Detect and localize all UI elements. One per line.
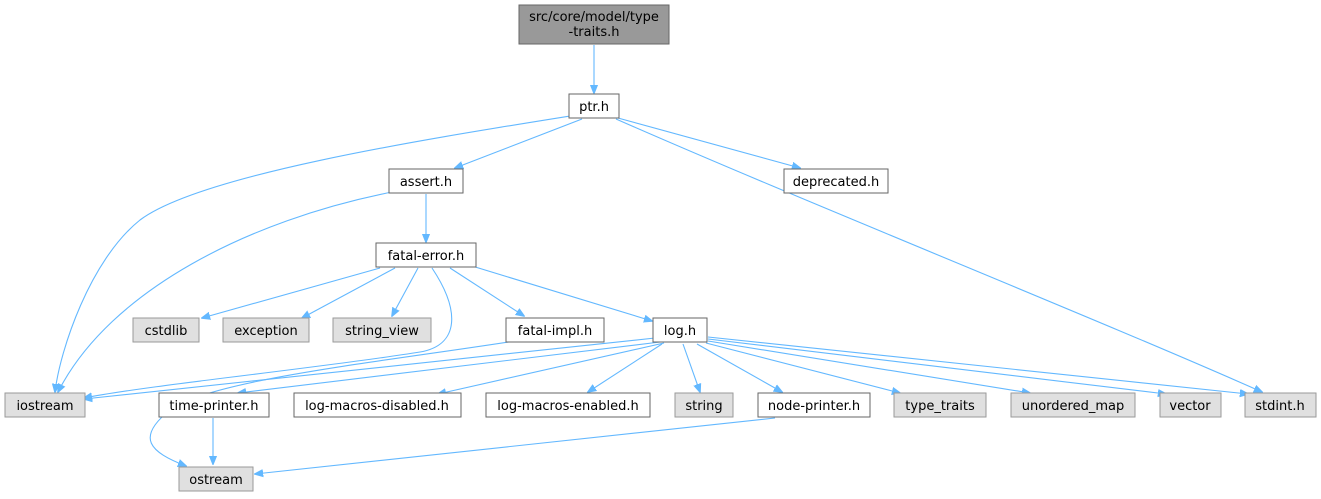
node-stdint-label: stdint.h: [1255, 399, 1304, 414]
node-deprecated[interactable]: deprecated.h: [783, 168, 889, 194]
edge-log-log-macros-disabled: [438, 342, 665, 394]
node-fatal-impl[interactable]: fatal-impl.h: [505, 317, 605, 343]
node-ptr-label: ptr.h: [579, 100, 609, 115]
node-iostream-label: iostream: [16, 399, 73, 414]
node-ostream[interactable]: ostream: [178, 466, 254, 492]
node-log[interactable]: log.h: [652, 317, 708, 343]
node-log-macros-disabled-label: log-macros-disabled.h: [305, 399, 449, 414]
edge-log-iostream: [84, 337, 656, 399]
node-unordered-map-label: unordered_map: [1022, 399, 1125, 414]
node-cstdlib[interactable]: cstdlib: [132, 317, 200, 343]
edge-ptr-assert: [455, 118, 583, 168]
node-type-traits[interactable]: type_traits: [893, 392, 987, 418]
node-fatal-error[interactable]: fatal-error.h: [375, 242, 477, 268]
node-log-macros-enabled-label: log-macros-enabled.h: [497, 399, 638, 414]
node-root-label-line1: src/core/model/type: [529, 10, 659, 25]
node-string-view-label: string_view: [345, 324, 419, 339]
edge-ptr-iostream: [55, 115, 571, 392]
node-type-traits-label: type_traits: [905, 399, 975, 414]
edge-assert-iostream: [58, 191, 393, 392]
node-string-view[interactable]: string_view: [332, 317, 432, 343]
node-root-label-line2: -traits.h: [569, 25, 620, 40]
edge-log-time-printer: [238, 341, 661, 393]
node-stdint[interactable]: stdint.h: [1244, 392, 1317, 418]
node-node-printer[interactable]: node-printer.h: [757, 392, 871, 418]
node-node-printer-label: node-printer.h: [768, 399, 860, 414]
node-fatal-error-label: fatal-error.h: [388, 249, 465, 264]
node-log-macros-disabled[interactable]: log-macros-disabled.h: [293, 392, 462, 418]
node-string-label: string: [685, 399, 722, 414]
edge-log-unordered-map: [707, 340, 1030, 393]
edge-fatal-error-cstdlib: [202, 267, 381, 318]
edge-log-node-printer: [696, 343, 782, 392]
node-ostream-label: ostream: [189, 473, 243, 488]
node-ptr[interactable]: ptr.h: [568, 93, 620, 119]
edge-log-log-macros-enabled: [588, 343, 663, 392]
node-time-printer-label: time-printer.h: [169, 399, 258, 414]
node-fatal-impl-label: fatal-impl.h: [518, 324, 592, 339]
node-vector-label: vector: [1169, 399, 1211, 414]
node-iostream[interactable]: iostream: [4, 392, 86, 418]
node-unordered-map[interactable]: unordered_map: [1010, 392, 1136, 418]
edge-ptr-deprecated: [617, 117, 800, 168]
node-log-macros-enabled[interactable]: log-macros-enabled.h: [485, 392, 651, 418]
node-assert-label: assert.h: [400, 175, 452, 190]
node-time-printer[interactable]: time-printer.h: [158, 392, 270, 418]
edge-log-type-traits: [705, 342, 900, 393]
edge-fatal-error-exception: [302, 267, 396, 318]
edge-fatal-error-iostream: [84, 267, 453, 398]
edge-log-stdint: [707, 336, 1248, 394]
nodes: src/core/model/type -traits.h ptr.h asse…: [4, 4, 1317, 492]
node-vector[interactable]: vector: [1159, 392, 1222, 418]
edge-node-printer-ostream: [255, 417, 776, 474]
edge-log-vector: [707, 338, 1166, 394]
node-assert[interactable]: assert.h: [388, 168, 464, 194]
node-deprecated-label: deprecated.h: [793, 175, 879, 190]
edge-fatal-error-string-view: [392, 267, 419, 316]
edge-log-string: [682, 343, 700, 392]
node-exception-label: exception: [234, 324, 298, 339]
edge-ptr-stdint: [615, 118, 1262, 392]
edge-fatal-error-log: [471, 265, 652, 321]
node-root[interactable]: src/core/model/type -traits.h: [518, 4, 670, 45]
node-cstdlib-label: cstdlib: [145, 324, 188, 339]
node-log-label: log.h: [664, 324, 696, 339]
node-exception[interactable]: exception: [222, 317, 310, 343]
node-string[interactable]: string: [674, 392, 734, 418]
edge-fatal-error-fatal-impl: [449, 267, 524, 316]
